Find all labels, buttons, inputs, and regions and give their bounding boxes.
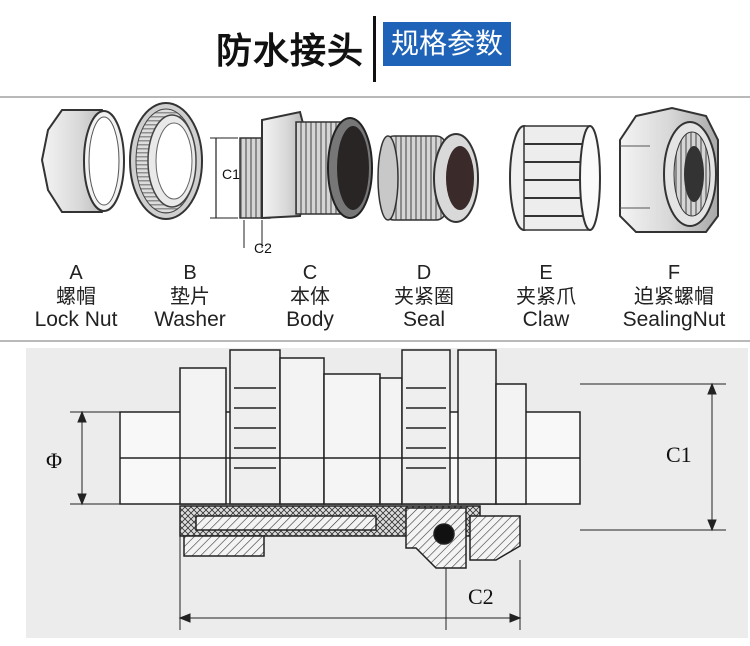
c1-label: C1 [666,442,692,467]
part-name-en: Washer [154,308,226,331]
part-label-a: A 螺帽 Lock Nut [16,262,136,332]
sealing-nut-shape [619,106,719,233]
claw-shape [509,125,601,231]
body-shape [210,110,373,248]
part-name-en: SealingNut [622,308,726,331]
washer-shape [129,102,203,220]
part-name-cn: 垫片 [170,284,210,308]
part-name-en: Lock Nut [34,308,118,331]
part-label-d: D 夹紧圈 Seal [364,262,484,332]
title-divider [373,16,376,82]
part-name-cn: 夹紧爪 [516,284,576,308]
drawing-svg [70,349,726,630]
phi-label: Φ [46,448,63,473]
part-letter: E [539,262,553,284]
part-name-en: Seal [402,308,446,331]
part-label-c: C 本体 Body [250,262,370,332]
part-label-e: E 夹紧爪 Claw [486,262,606,332]
top-rule [0,96,750,98]
parts-svg [40,102,719,248]
part-letter: B [183,262,197,284]
photo-c1-label: C1 [222,166,240,182]
part-name-cn: 夹紧圈 [394,284,454,308]
part-name-en: Claw [522,308,570,331]
part-label-b: B 垫片 Washer [130,262,250,332]
part-letter: A [69,262,83,284]
c2-label: C2 [468,584,494,609]
photo-c2-label: C2 [254,240,272,256]
part-name-cn: 迫紧螺帽 [634,284,714,308]
parts-illustration: C1 C2 A 螺帽 Lock Nut B 垫片 Washer C 本体 Bod… [0,100,750,336]
part-label-f: F 迫紧螺帽 SealingNut [604,262,744,332]
page-title: 防水接头 [216,31,365,72]
technical-drawing: Φ C1 C2 [26,348,748,638]
part-name-cn: 本体 [290,284,330,308]
seal-shape [377,133,479,223]
part-name-cn: 螺帽 [56,284,96,308]
part-letter: F [667,262,681,284]
spec-badge: 规格参数 [383,22,511,66]
part-letter: D [416,262,432,284]
header: 防水接头 规格参数 [0,0,750,95]
part-letter: C [302,262,318,284]
mid-rule [0,340,750,342]
lock-nut-shape [40,109,125,213]
part-name-en: Body [286,308,334,331]
